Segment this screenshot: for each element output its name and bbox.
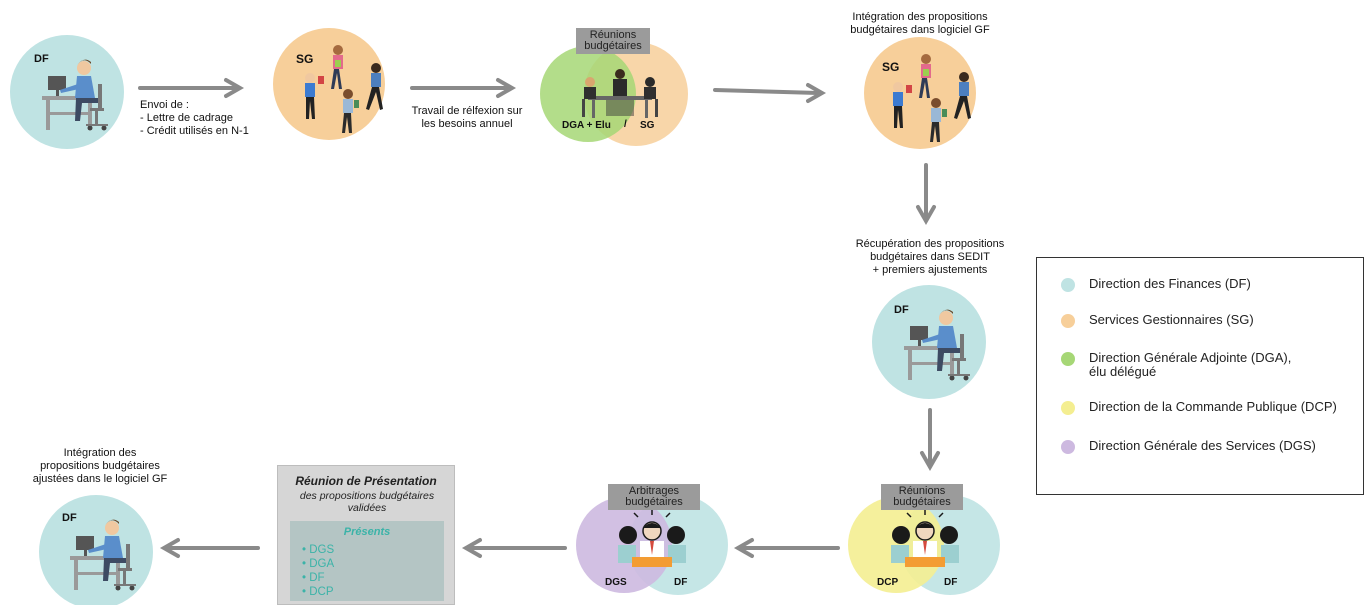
tag-line: Réunions bbox=[589, 29, 637, 41]
caption-line: budgétaires dans logiciel GF bbox=[850, 24, 990, 36]
df-label: DF bbox=[674, 577, 688, 588]
legend-label: Direction Générale Adjointe (DGA), élu d… bbox=[1089, 350, 1292, 379]
arrow-meeting-to-arbitrage bbox=[733, 538, 840, 558]
arrow1-label-line: - Crédit utilisés en N-1 bbox=[140, 125, 249, 137]
arrow-sg-to-meeting bbox=[410, 78, 517, 98]
sg-circle-1 bbox=[273, 28, 385, 140]
df-badge: DF bbox=[894, 304, 909, 316]
legend-label: Direction des Finances (DF) bbox=[1089, 276, 1251, 291]
dcp-label: DCP bbox=[877, 577, 899, 588]
legend-item-dga: Direction Générale Adjointe (DGA), élu d… bbox=[1061, 351, 1291, 379]
attendee-item: DGS bbox=[302, 543, 334, 557]
arrow2-label: Travail de rélfexion sur les besoins ann… bbox=[402, 105, 532, 131]
legend-swatch bbox=[1061, 440, 1075, 454]
legend-item-dcp: Direction de la Commande Publique (DCP) bbox=[1061, 400, 1337, 415]
tag-line: budgétaires bbox=[584, 40, 642, 52]
arrow1-label-line: Envoi de : bbox=[140, 99, 189, 111]
tag-line: budgétaires bbox=[625, 496, 683, 508]
tag-line: Réunions bbox=[898, 485, 946, 497]
legend-item-sg: Services Gestionnaires (SG) bbox=[1061, 313, 1254, 328]
arrow-meeting-to-integration bbox=[713, 83, 827, 103]
dgs-label: DGS bbox=[605, 577, 627, 588]
caption-line: Intégration des propositions bbox=[852, 11, 988, 23]
legend-swatch bbox=[1061, 314, 1075, 328]
legend-swatch bbox=[1061, 352, 1075, 366]
arbitrages-tag: Arbitrages budgétaires bbox=[608, 484, 700, 510]
arrow2-label-line: les besoins annuel bbox=[421, 118, 513, 130]
legend-label: Direction Générale des Services (DGS) bbox=[1089, 438, 1316, 453]
caption-line: ajustées dans le logiciel GF bbox=[32, 473, 168, 485]
separator-label: / bbox=[624, 119, 627, 130]
attendees-panel: Présents DGS DGA DF DCP bbox=[290, 521, 444, 601]
presentation-meeting-box: Réunion de Présentation des propositions… bbox=[277, 465, 455, 605]
caption-line: Récupération des propositions bbox=[855, 238, 1005, 250]
attendees-header: Présents bbox=[343, 526, 391, 538]
arrow2-label-line: Travail de rélfexion sur bbox=[411, 105, 523, 117]
df-label: DF bbox=[944, 577, 958, 588]
presentation-subtitle: des propositions budgétaires validées bbox=[299, 490, 435, 514]
attendee-item: DGA bbox=[302, 557, 334, 571]
legend-item-df: Direction des Finances (DF) bbox=[1061, 277, 1251, 292]
presentation-title: Réunion de Présentation bbox=[295, 474, 437, 488]
caption-line: budgétaires dans SEDIT bbox=[870, 251, 990, 263]
reunions-tag-1: Réunions budgétaires bbox=[576, 28, 650, 54]
arrow-arbitrage-to-presentation bbox=[461, 538, 567, 558]
df-badge: DF bbox=[34, 53, 49, 65]
attendee-item: DF bbox=[302, 571, 334, 585]
legend-swatch bbox=[1061, 401, 1075, 415]
final-integration-caption: Intégration des propositions budgétaires… bbox=[20, 447, 180, 486]
arrow-integration-to-recuperation bbox=[916, 163, 936, 226]
attendee-item: DCP bbox=[302, 585, 334, 599]
arrow1-label: Envoi de : - Lettre de cadrage - Crédit … bbox=[140, 99, 249, 138]
arrow-recuperation-to-meeting bbox=[920, 408, 940, 472]
legend-item-dgs: Direction Générale des Services (DGS) bbox=[1061, 439, 1316, 454]
df-circle-1 bbox=[10, 35, 124, 149]
arrow-df-to-sg bbox=[138, 78, 245, 98]
attendees-list: DGS DGA DF DCP bbox=[302, 543, 334, 599]
df-badge: DF bbox=[62, 512, 77, 524]
legend-swatch bbox=[1061, 278, 1075, 292]
sg-badge: SG bbox=[296, 52, 314, 66]
caption-line: + premiers ajustements bbox=[872, 264, 988, 276]
integration-caption: Intégration des propositions budgétaires… bbox=[830, 11, 1010, 37]
legend-label: Services Gestionnaires (SG) bbox=[1089, 312, 1254, 327]
reunions-tag-2: Réunions budgétaires bbox=[881, 484, 963, 510]
df-circle-2 bbox=[872, 285, 986, 399]
arrow1-label-line: - Lettre de cadrage bbox=[140, 112, 233, 124]
tag-line: budgétaires bbox=[893, 496, 951, 508]
legend-label: Direction de la Commande Publique (DCP) bbox=[1089, 399, 1337, 414]
caption-line: Intégration des bbox=[63, 447, 137, 459]
arrow-presentation-to-integration bbox=[159, 538, 260, 558]
legend: Direction des Finances (DF) Services Ges… bbox=[1036, 257, 1364, 495]
dga-elu-label: DGA + Elu bbox=[562, 120, 611, 131]
caption-line: propositions budgétaires bbox=[40, 460, 160, 472]
sg-badge: SG bbox=[882, 60, 900, 74]
recuperation-caption: Récupération des propositions budgétaire… bbox=[835, 238, 1025, 277]
tag-line: Arbitrages bbox=[628, 485, 680, 497]
flow-arrows bbox=[138, 78, 940, 558]
sg-label: SG bbox=[640, 120, 655, 131]
